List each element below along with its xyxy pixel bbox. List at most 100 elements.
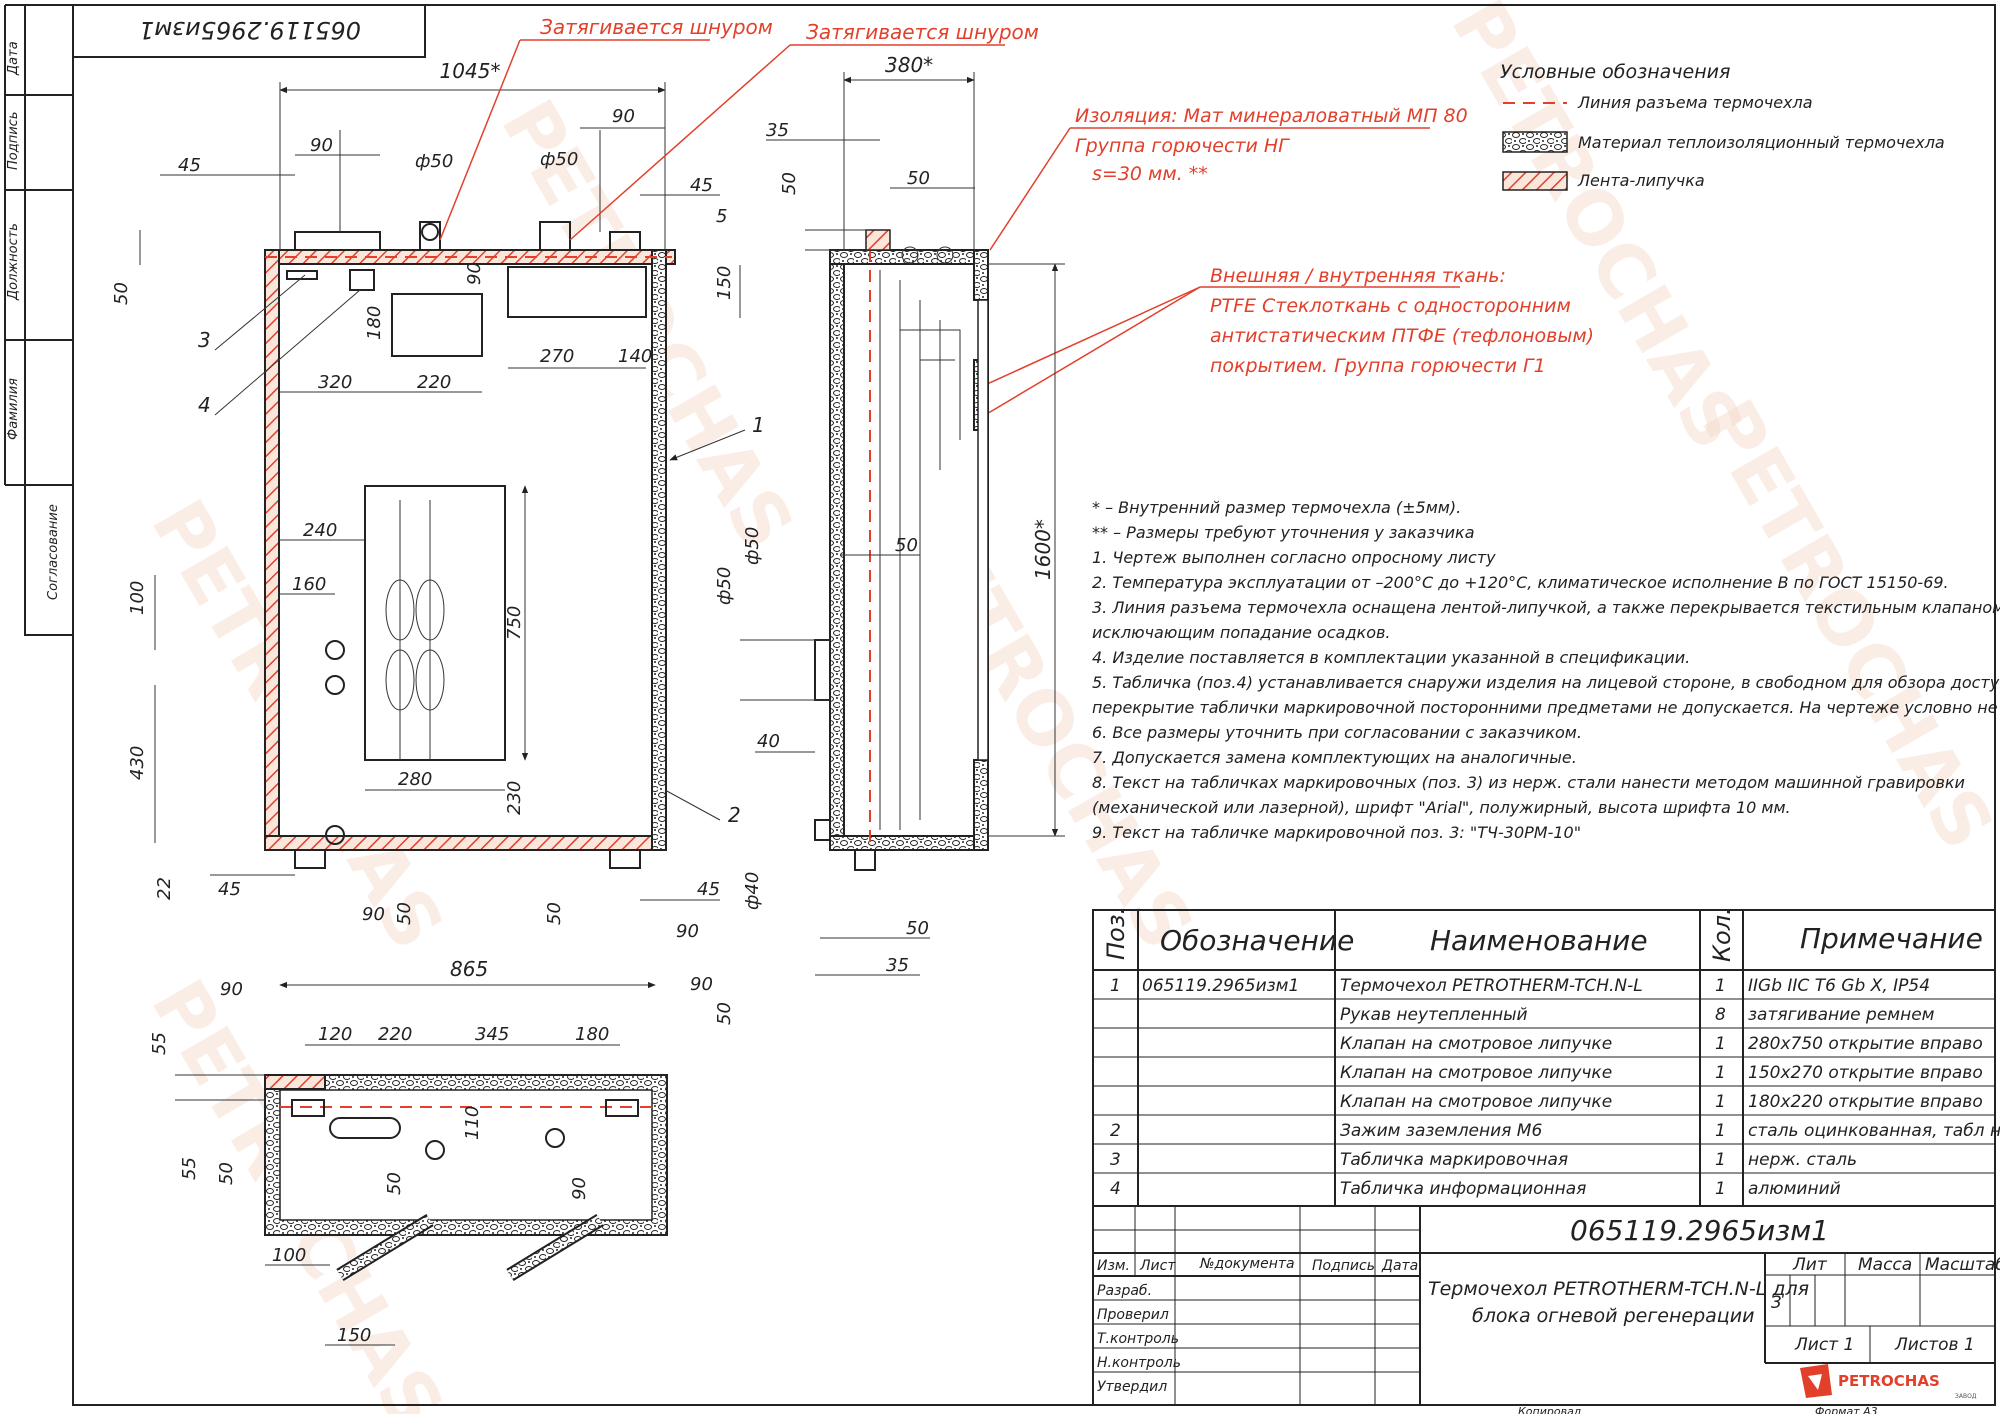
spec-row-4-note: 150x270 открытие вправо [1748,1063,1983,1083]
title-lit-label: Лит [1792,1255,1828,1275]
dim-bottom-90c: 90 [569,1177,590,1200]
spec-row-3-name: Клапан на смотровое липучке [1340,1034,1612,1054]
spec-row-5-note: 180x220 открытие вправо [1748,1092,1983,1112]
marking-plate [286,270,318,280]
dim-front-270: 270 [540,346,574,367]
dim-front-90c: 90 [464,262,485,285]
note-line-1: ** – Размеры требуют уточнения у заказчи… [1092,523,1475,542]
title-name-line-2: блока огневой регенерации [1472,1305,1754,1327]
side-stamp: Дата Подпись Должность Фамилия Согласова… [4,4,74,636]
title-block: 065119.2965изм1 Изм. Лист №документа Под… [1092,1205,2000,1406]
note-line-13: 9. Текст на табличке маркировочной поз. … [1092,823,1581,842]
legend-item-insulation: Материал теплоизоляционный термочехла [1578,133,1945,152]
dim-side-width: 380* [885,53,933,77]
legend-title: Условные обозначения [1500,61,1730,83]
dim-front-width: 1045* [440,59,501,83]
spec-row-1-note: IIGb IIC T6 Gb X, IP54 [1748,976,1930,996]
bottom-view: 865 90 90 50 120 220 345 180 55 55 50 11… [149,957,735,1346]
front-view: 1045* 90 45 ф50 ф50 90 45 5 50 150 90 18… [111,59,765,942]
spec-row-1-pos: 1 [1110,976,1121,996]
dim-bottom-50b: 50 [216,1162,237,1185]
spec-row-6-note: сталь оцинкованная, табл нерж [1748,1121,2000,1141]
legend: Условные обозначения Линия разъема термо… [1500,61,1945,191]
spec-row-8-name: Табличка информационная [1340,1179,1586,1199]
spec-row-6-name: Зажим заземления М6 [1340,1121,1542,1141]
window-280x750 [364,485,506,761]
dim-front-90d: 90 [362,904,385,925]
dim-front-180: 180 [364,306,385,340]
title-col-doc: №документа [1199,1256,1295,1272]
title-name-line-1: Термочехол PETROTHERM-TCH.N-L для [1428,1278,1809,1300]
spec-row-5-name: Клапан на смотровое липучке [1340,1092,1612,1112]
title-role-checked: Проверил [1097,1307,1169,1323]
note-insulation-2: Группа горючести НГ [1075,135,1290,157]
spec-row-5-qty: 1 [1715,1092,1726,1112]
dim-front-230: 230 [504,781,525,815]
dim-bottom-120: 120 [318,1024,352,1045]
dim-front-5: 5 [716,206,727,227]
callout-2: 2 [728,803,741,827]
spec-row-3-note: 280x750 открытие вправо [1748,1034,1983,1054]
dim-side-50b: 50 [779,172,800,195]
dim-bottom-150: 150 [337,1325,371,1346]
spec-row-4-qty: 1 [1715,1063,1726,1083]
spec-header-name: Наименование [1430,924,1648,957]
note-string-a: Затягивается шнуром [540,15,773,39]
dim-bottom-55a: 55 [149,1032,170,1055]
dim-front-140: 140 [618,346,652,367]
note-fabric-3: антистатическим ПТФЕ (тефлоновым) [1210,325,1594,347]
dim-front-220: 220 [417,372,451,393]
front-right-wall [651,249,667,851]
dim-front-22: 22 [154,877,175,900]
title-drawing-number: 065119.2965изм1 [1570,1214,1829,1247]
note-fabric-1: Внешняя / внутренняя ткань: [1210,265,1506,287]
dim-bottom-110: 110 [462,1106,483,1140]
dim-front-240: 240 [303,520,337,541]
spec-row-7-name: Табличка маркировочная [1340,1150,1568,1170]
spec-row-7-pos: 3 [1110,1150,1121,1170]
note-line-3: 2. Температура эксплуатации от –200°С до… [1092,573,1949,592]
dim-front-45b: 45 [690,175,713,196]
title-col-rev: Изм. [1097,1258,1130,1274]
dim-bottom-220: 220 [378,1024,412,1045]
side-left-wall [829,249,845,851]
dim-bottom-50: 50 [714,1002,735,1025]
dim-front-750: 750 [504,606,525,640]
note-line-12: (механической или лазерной), шрифт "Aria… [1092,798,1791,817]
note-line-7: 5. Табличка (поз.4) устанавливается снар… [1092,673,2000,692]
side-bottom-wall [829,835,989,851]
note-string-b: Затягивается шнуром [806,20,1039,44]
window-180x220 [391,293,483,357]
spec-row-3-qty: 1 [1715,1034,1726,1054]
note-fabric-4: покрытием. Группа горючести Г1 [1210,355,1546,377]
spec-row-6-qty: 1 [1715,1121,1726,1141]
top-number-box: 065119.2965изм1 [72,4,426,58]
note-line-8: перекрытие таблички маркировочной постор… [1092,698,2000,717]
dim-side-phi40: ф40 [742,872,763,910]
spec-row-1-qty: 1 [1715,976,1726,996]
dim-front-90e: 90 [676,921,699,942]
notes: * – Внутренний размер термочехла (±5мм).… [1092,498,2000,842]
title-role-ncontrol: Н.контроль [1097,1355,1181,1371]
logo-sub-text: ЗАВОД [1955,1393,1977,1400]
spec-table: Поз. Обозначение Наименование Кол. Приме… [1092,907,2000,1207]
dim-front-430: 430 [127,746,148,780]
footer-copied: Копировал [1518,1405,1581,1414]
dim-bottom-100: 100 [272,1245,306,1266]
dim-front-160: 160 [292,574,326,595]
spec-row-4-name: Клапан на смотровое липучке [1340,1063,1612,1083]
front-top-stub-left [294,231,381,251]
stamp-surname: Фамилия [6,378,21,440]
note-line-6: 4. Изделие поставляется в комплектации у… [1092,648,1690,667]
dim-side-50d: 50 [906,918,929,939]
title-col-sign: Подпись [1312,1258,1375,1274]
drawing-number-rotated: 065119.2965изм1 [139,16,361,44]
note-line-2: 1. Чертеж выполнен согласно опросному ли… [1092,548,1496,567]
spec-row-8-qty: 1 [1715,1179,1726,1199]
note-insulation-1: Изоляция: Мат минераловатный МП 80 [1075,105,1468,127]
drawing-frame [72,4,1996,1406]
dim-front-90a: 90 [310,135,333,156]
title-role-approved: Утвердил [1097,1379,1167,1395]
callout-3: 3 [198,328,211,352]
